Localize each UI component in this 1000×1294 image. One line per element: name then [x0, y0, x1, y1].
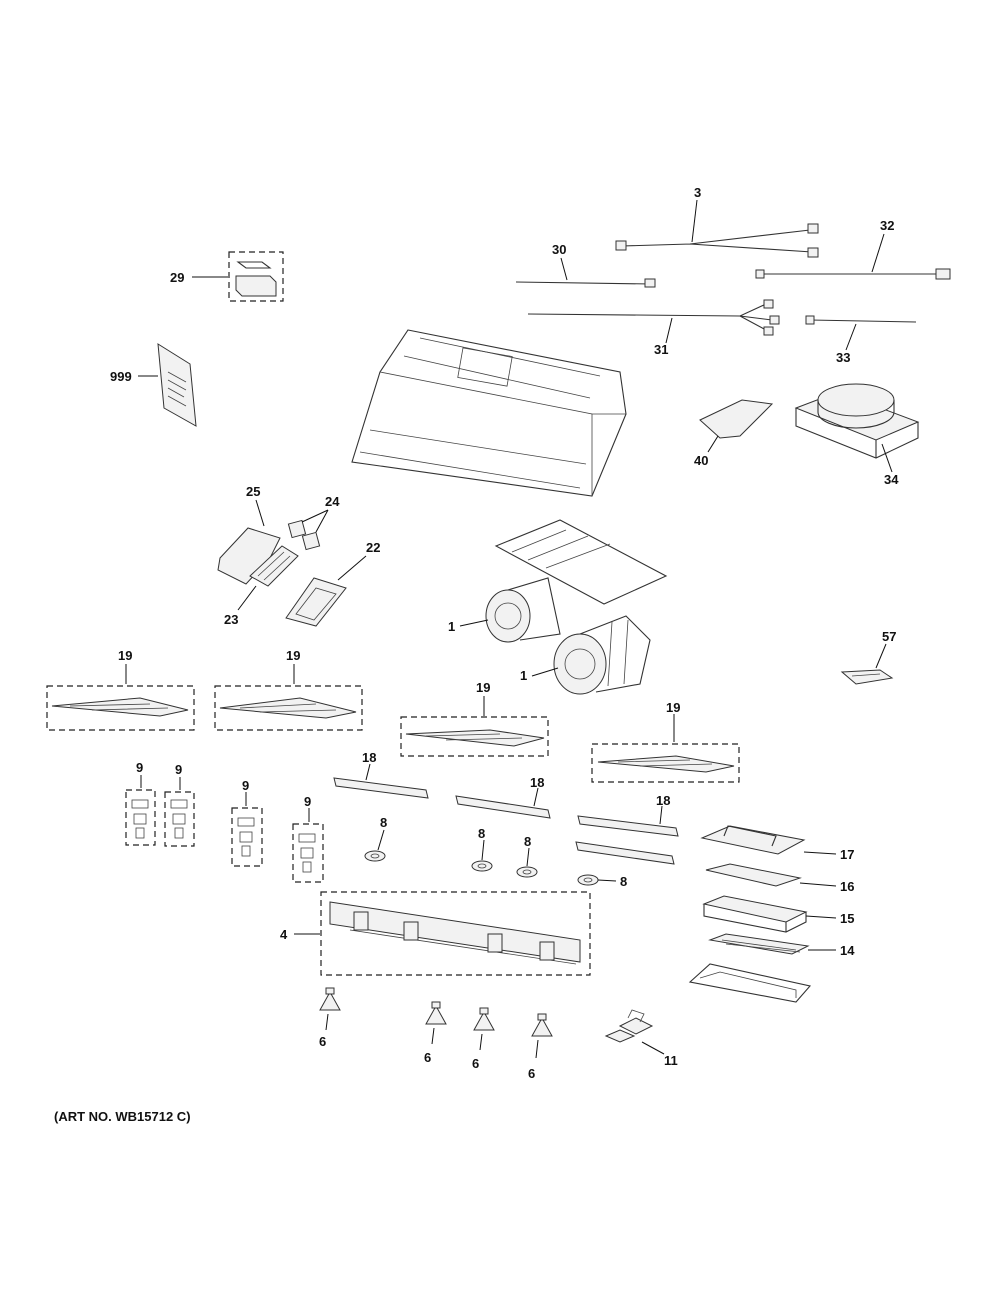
- part-18-rail-c[interactable]: [575, 805, 679, 865]
- art-number: (ART NO. WB15712 C): [54, 1109, 191, 1124]
- callout-34: 34: [884, 472, 899, 487]
- callout-18-b: 18: [530, 775, 544, 790]
- callout-17: 17: [840, 847, 854, 862]
- part-23-board[interactable]: [237, 545, 299, 611]
- part-9-switch-c[interactable]: [231, 792, 263, 867]
- part-9-switch-d[interactable]: [292, 808, 324, 883]
- callout-19-a: 19: [118, 648, 132, 663]
- callout-33: 33: [836, 350, 850, 365]
- callout-9-a: 9: [136, 760, 143, 775]
- callout-8-b: 8: [478, 826, 485, 841]
- callout-19-c: 19: [476, 680, 490, 695]
- callout-57: 57: [882, 629, 896, 644]
- callout-6-d: 6: [528, 1066, 535, 1081]
- callout-3: 3: [694, 185, 701, 200]
- part-33-wire[interactable]: [805, 315, 917, 351]
- hood-body[interactable]: [351, 329, 627, 497]
- callout-9-d: 9: [304, 794, 311, 809]
- callout-4: 4: [280, 927, 288, 942]
- part-11-sockets[interactable]: [604, 1009, 665, 1055]
- part-22-plate[interactable]: [285, 555, 367, 627]
- part-8-grommet-c[interactable]: [516, 847, 538, 878]
- part-32-wire[interactable]: [755, 233, 951, 280]
- part-19-filter-left[interactable]: [46, 664, 195, 731]
- callout-6-a: 6: [319, 1034, 326, 1049]
- part-29-kit[interactable]: [192, 251, 284, 302]
- part-8-grommet-a[interactable]: [364, 829, 386, 862]
- callout-19-b: 19: [286, 648, 300, 663]
- part-24-knobs[interactable]: [287, 509, 329, 551]
- callout-24: 24: [325, 494, 340, 509]
- callout-16: 16: [840, 879, 854, 894]
- part-6-bulb-b[interactable]: [425, 1001, 447, 1045]
- callout-6-b: 6: [424, 1050, 431, 1065]
- part-18-rail-b[interactable]: [455, 787, 551, 819]
- callout-11: 11: [664, 1053, 678, 1068]
- callout-22: 22: [366, 540, 380, 555]
- callout-19-d: 19: [666, 700, 680, 715]
- callout-9-c: 9: [242, 778, 249, 793]
- callout-31: 31: [654, 342, 668, 357]
- part-31-wire[interactable]: [527, 299, 780, 344]
- light-bracket[interactable]: [688, 963, 812, 1003]
- part-30-wire[interactable]: [515, 257, 656, 288]
- part-6-bulb-a[interactable]: [319, 987, 341, 1031]
- part-16-lens[interactable]: [705, 863, 837, 887]
- callout-1-lower: 1: [520, 668, 527, 683]
- part-14-board[interactable]: [708, 933, 836, 955]
- part-999-manual[interactable]: [138, 343, 197, 427]
- callout-8-d: 8: [620, 874, 627, 889]
- part-9-switch-a[interactable]: [125, 775, 156, 846]
- part-1-blower[interactable]: [459, 519, 668, 695]
- callout-18-c: 18: [656, 793, 670, 808]
- callout-8-c: 8: [524, 834, 531, 849]
- part-6-bulb-d[interactable]: [531, 1013, 553, 1059]
- callout-999: 999: [110, 369, 132, 384]
- part-57-clip[interactable]: [840, 643, 894, 685]
- callout-1-upper: 1: [448, 619, 455, 634]
- part-3-harness[interactable]: [615, 199, 819, 258]
- callout-6-c: 6: [472, 1056, 479, 1071]
- callout-29: 29: [170, 270, 184, 285]
- callout-18-a: 18: [362, 750, 376, 765]
- callout-30: 30: [552, 242, 566, 257]
- callout-23: 23: [224, 612, 238, 627]
- part-6-bulb-c[interactable]: [473, 1007, 495, 1051]
- part-18-rail-a[interactable]: [333, 763, 429, 799]
- part-19-filter-4[interactable]: [591, 714, 740, 783]
- callout-32: 32: [880, 218, 894, 233]
- callout-40: 40: [694, 453, 708, 468]
- part-8-grommet-b[interactable]: [471, 839, 493, 872]
- part-34-adapter[interactable]: [794, 383, 920, 473]
- part-4-light-panel[interactable]: [294, 891, 591, 976]
- callout-8-a: 8: [380, 815, 387, 830]
- callout-9-b: 9: [175, 762, 182, 777]
- part-8-grommet-d[interactable]: [577, 874, 617, 886]
- callout-25: 25: [246, 484, 260, 499]
- part-19-filter-3[interactable]: [400, 696, 549, 757]
- callout-14: 14: [840, 943, 855, 958]
- part-15-housing[interactable]: [702, 895, 837, 933]
- part-40-flap[interactable]: [699, 399, 774, 453]
- callout-15: 15: [840, 911, 854, 926]
- part-9-switch-b[interactable]: [164, 777, 195, 847]
- part-19-filter-2[interactable]: [214, 664, 363, 731]
- part-17-cover[interactable]: [700, 825, 837, 855]
